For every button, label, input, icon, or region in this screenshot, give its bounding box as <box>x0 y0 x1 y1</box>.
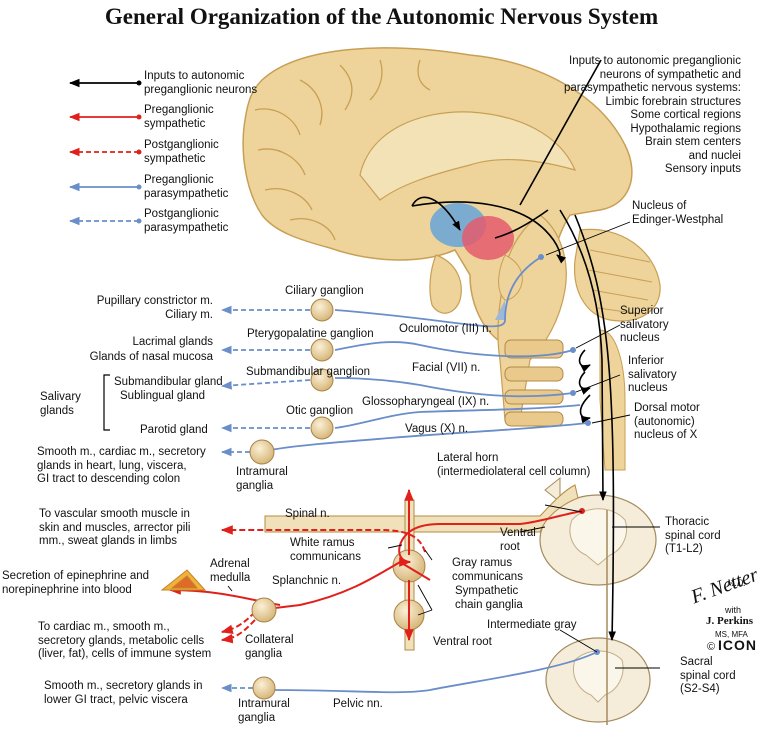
label-splanchnic-nerve: Splanchnic n. <box>272 575 342 587</box>
input-pathways <box>411 59 617 641</box>
salivary-bracket <box>103 374 110 431</box>
legend-label: Preganglionic <box>144 104 214 116</box>
adrenal-medulla-illustration <box>160 569 207 591</box>
ganglia <box>249 298 334 700</box>
brainstem-nuclei <box>538 254 600 655</box>
parasympathetic-postganglionic <box>220 305 311 693</box>
label-pelvic-nerves: Pelvic nn. <box>333 698 383 710</box>
collateral-ganglion-node <box>251 597 277 623</box>
leader-lines <box>227 221 660 669</box>
label-otic-ganglion: Otic ganglion <box>286 405 354 417</box>
legend-label: Postganglionic <box>144 139 219 151</box>
label-glossopharyngeal-nerve: Glossopharyngeal (IX) n. <box>362 396 490 408</box>
label-lateral-horn: Lateral horn(intermediolateral cell colu… <box>437 452 591 478</box>
otic-ganglion-node <box>310 416 334 440</box>
label-lacrimal: Lacrimal glands <box>132 336 213 348</box>
legend-label: sympathetic <box>144 152 206 165</box>
inputs-line: Sensory inputs <box>664 163 741 175</box>
legend-label: Inputs to autonomic <box>144 70 245 82</box>
intramural-ganglion-node-1 <box>249 439 275 465</box>
label-pterygopalatine-ganglion: Pterygopalatine ganglion <box>247 328 374 340</box>
perkins-degree: MS, MFA <box>715 630 748 639</box>
inputs-line: Limbic forebrain structures <box>605 95 742 108</box>
thoracic-cord-illustration <box>539 476 657 586</box>
label-pupillary: Pupillary constrictor m.Ciliary m. <box>96 295 213 321</box>
legend-label: Preganglionic <box>144 174 214 186</box>
sacral-cord-illustration <box>545 637 651 723</box>
label-submandibular-ganglion: Submandibular ganglion <box>246 366 371 378</box>
label-cardiac-metabolic: To cardiac m., smooth m.,secretory gland… <box>38 621 212 660</box>
label-parotid-gland: Parotid gland <box>140 424 208 436</box>
label-intermediate-gray: Intermediate gray <box>487 619 577 631</box>
legend-label: parasympathetic <box>144 221 229 234</box>
label-spinal-nerve: Spinal n. <box>285 508 330 520</box>
inputs-list: Inputs to autonomic preganglionic neuron… <box>564 55 741 177</box>
submandibular-ganglion-node <box>310 368 334 392</box>
icon-logo: ICON <box>718 637 757 653</box>
label-oculomotor-nerve: Oculomotor (III) n. <box>399 323 492 335</box>
intramural-ganglion-node-2 <box>252 676 276 700</box>
inputs-line: and nuclei <box>688 149 741 162</box>
label-dorsal-motor-nucleus: Dorsal motor(autonomic)nucleus of X <box>634 402 700 441</box>
inputs-line: Brain stem centers <box>645 136 741 148</box>
legend-label: sympathetic <box>144 117 206 130</box>
signature-with: with <box>725 605 742 615</box>
inputs-line: neurons of sympathetic and <box>599 68 741 81</box>
brain-illustration <box>242 47 661 421</box>
pterygopalatine-ganglion-node <box>310 338 334 362</box>
legend-label: Postganglionic <box>144 208 219 220</box>
label-ciliary-ganglion: Ciliary ganglion <box>285 285 364 297</box>
inputs-line: Inputs to autonomic preganglionic <box>569 55 741 67</box>
copyright-symbol: © <box>707 641 716 653</box>
inputs-line: parasympathetic nervous systems: <box>563 82 741 94</box>
inputs-line: Some cortical regions <box>630 109 741 121</box>
legend-label: preganglionic neurons <box>144 83 258 96</box>
diagram-title: General Organization of the Autonomic Ne… <box>104 4 659 29</box>
inputs-line: Hypothalamic regions <box>630 122 741 135</box>
label-submandibular-gland: Submandibular gland <box>114 376 223 388</box>
brainstem-and-vertebrae <box>504 329 626 471</box>
label-vagus-nerve: Vagus (X) n. <box>405 423 469 435</box>
label-nasal-glands: Glands of nasal mucosa <box>89 351 213 363</box>
lateral-horn-dot <box>579 508 585 514</box>
label-ventral-root-sacral: Ventral root <box>433 636 492 648</box>
legend-label: parasympathetic <box>144 187 229 200</box>
perkins-name: J. Perkins <box>706 615 754 627</box>
legend-swatches <box>68 78 142 226</box>
netter-md: M.D. <box>727 578 746 588</box>
label-sublingual-gland: Sublingual gland <box>120 390 206 402</box>
parasympathetic-preganglionic <box>269 256 598 694</box>
ciliary-ganglion-node <box>310 298 334 322</box>
label-facial-nerve: Facial (VII) n. <box>412 362 481 374</box>
